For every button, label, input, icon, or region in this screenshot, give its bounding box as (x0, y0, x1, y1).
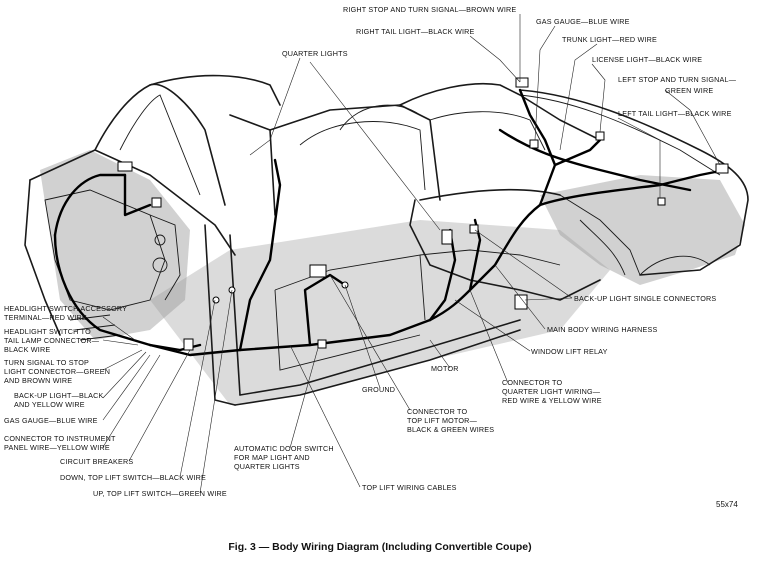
label-auto-door-3: QUARTER LIGHTS (234, 462, 300, 471)
label-auto-door-1: AUTOMATIC DOOR SWITCH (234, 444, 334, 453)
label-left-stop-turn-2: GREEN WIRE (665, 86, 713, 95)
label-right-tail: RIGHT TAIL LIGHT—BLACK WIRE (356, 27, 475, 36)
label-left-stop-turn-1: LEFT STOP AND TURN SIGNAL— (618, 75, 737, 84)
label-left-tail: LEFT TAIL LIGHT—BLACK WIRE (618, 109, 732, 118)
label-backup-1: BACK-UP LIGHT—BLACK (14, 391, 104, 400)
car-body-illustration (24, 74, 749, 406)
label-turn-stop-3: AND BROWN WIRE (4, 376, 72, 385)
label-conn-instr-1: CONNECTOR TO INSTRUMENT (4, 434, 116, 443)
label-headlight-tail-2: TAIL LAMP CONNECTOR— (4, 336, 100, 345)
label-headlight-tail-3: BLACK WIRE (4, 345, 50, 354)
diagram-labels: RIGHT STOP AND TURN SIGNAL—BROWN WIRE RI… (4, 5, 737, 498)
label-quarter-lights-top: QUARTER LIGHTS (282, 49, 348, 58)
label-gas-gauge-left: GAS GAUGE—BLUE WIRE (4, 416, 98, 425)
label-down-switch: DOWN, TOP LIFT SWITCH—BLACK WIRE (60, 473, 206, 482)
label-right-stop-turn: RIGHT STOP AND TURN SIGNAL—BROWN WIRE (343, 5, 516, 14)
label-turn-stop-1: TURN SIGNAL TO STOP (4, 358, 89, 367)
label-conn-instr-2: PANEL WIRE—YELLOW WIRE (4, 443, 110, 452)
label-up-switch: UP, TOP LIFT SWITCH—GREEN WIRE (93, 489, 227, 498)
leader-lines (102, 14, 721, 494)
label-connector-quarter-1: CONNECTOR TO (502, 378, 563, 387)
label-connector-top-3: BLACK & GREEN WIRES (407, 425, 494, 434)
figure-caption: Fig. 3 — Body Wiring Diagram (Including … (228, 541, 532, 553)
label-trunk-light: TRUNK LIGHT—RED WIRE (562, 35, 657, 44)
label-backup-2: AND YELLOW WIRE (14, 400, 85, 409)
label-headlight-acc-2: TERMINAL—RED WIRE (4, 313, 87, 322)
label-connector-quarter-3: RED WIRE & YELLOW WIRE (502, 396, 602, 405)
label-top-lift-cables: TOP LIFT WIRING CABLES (362, 483, 457, 492)
label-connector-top-1: CONNECTOR TO (407, 407, 468, 416)
label-headlight-tail-1: HEADLIGHT SWITCH TO (4, 327, 91, 336)
wiring-connectors (117, 77, 729, 351)
label-connector-quarter-2: QUARTER LIGHT WIRING— (502, 387, 601, 396)
wiring-harness (53, 88, 727, 357)
label-main-harness: MAIN BODY WIRING HARNESS (547, 325, 658, 334)
label-headlight-acc-1: HEADLIGHT SWITCH ACCESSORY (4, 304, 127, 313)
label-motor: MOTOR (431, 364, 459, 373)
label-circuit-breakers: CIRCUIT BREAKERS (60, 457, 133, 466)
label-ground: GROUND (362, 385, 395, 394)
label-auto-door-2: FOR MAP LIGHT AND (234, 453, 310, 462)
figure-number: 55x74 (716, 500, 738, 509)
label-connector-top-2: TOP LIFT MOTOR— (407, 416, 478, 425)
label-turn-stop-2: LIGHT CONNECTOR—GREEN (4, 367, 110, 376)
label-window-relay: WINDOW LIFT RELAY (531, 347, 608, 356)
label-backup-single: BACK-UP LIGHT SINGLE CONNECTORS (574, 294, 716, 303)
label-gas-gauge-top: GAS GAUGE—BLUE WIRE (536, 17, 630, 26)
label-license-light: LICENSE LIGHT—BLACK WIRE (592, 55, 702, 64)
